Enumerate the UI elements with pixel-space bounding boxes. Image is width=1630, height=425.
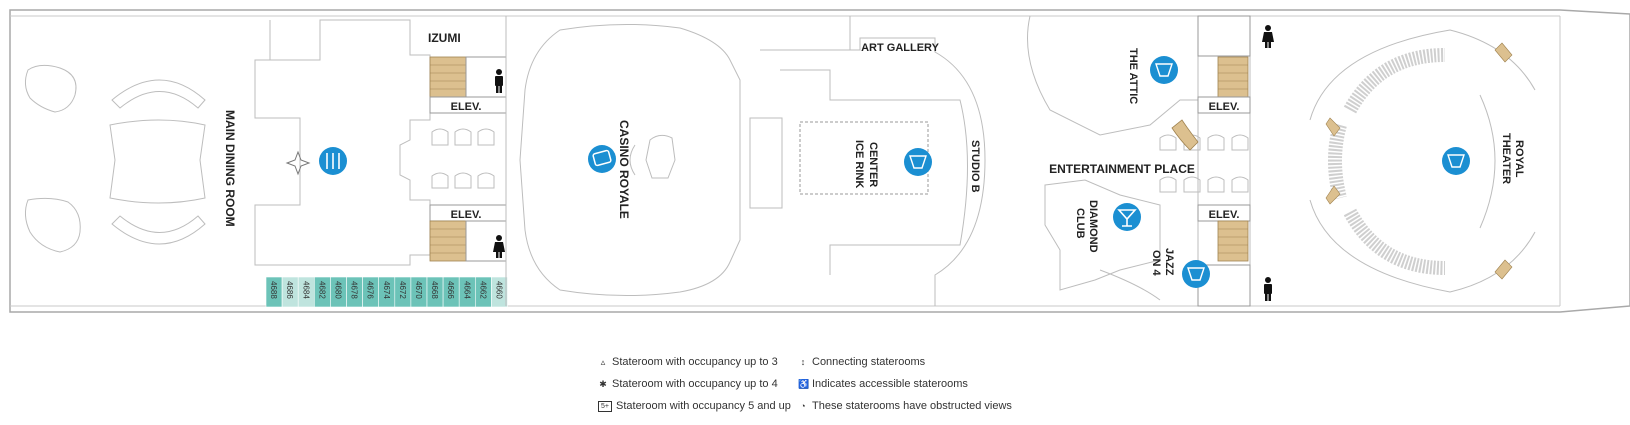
stateroom-number: 4660 bbox=[494, 281, 503, 299]
casino-icon bbox=[588, 145, 616, 173]
stateroom-number: 4664 bbox=[462, 281, 471, 299]
label-elev-left-bottom: ELEV. bbox=[451, 209, 482, 221]
stateroom-number: 4672 bbox=[398, 281, 407, 299]
accessible-icon: ♿ bbox=[798, 378, 810, 389]
stair-block-left-top bbox=[429, 56, 507, 114]
stair-block-right-top bbox=[1197, 15, 1251, 114]
obstructed-view-icon: ◔ bbox=[800, 401, 806, 411]
legend-item-obstructed: ◔ These staterooms have obstructed views bbox=[798, 400, 1012, 412]
main-dining-walls bbox=[254, 19, 431, 266]
cocktail-icon bbox=[1113, 203, 1141, 231]
label-center-ice-1: CENTER bbox=[867, 142, 879, 187]
jazz-icon bbox=[1182, 260, 1210, 288]
triangle-icon: ▵ bbox=[600, 356, 606, 367]
stateroom-number: 4674 bbox=[382, 281, 391, 299]
restroom-woman-icon bbox=[1262, 25, 1274, 48]
ice-rink-walls bbox=[749, 16, 986, 306]
legend-item-occupancy-3: ▵ Stateroom with occupancy up to 3 bbox=[598, 356, 778, 368]
label-art-gallery: ART GALLERY bbox=[861, 42, 939, 54]
restroom-woman-icon bbox=[493, 235, 505, 258]
label-the-attic: THE ATTIC bbox=[1127, 48, 1139, 104]
asterisk-icon: ✱ bbox=[599, 378, 607, 389]
stateroom-number: 4668 bbox=[430, 281, 439, 299]
stateroom-number: 4670 bbox=[414, 281, 423, 299]
restroom-man-icon bbox=[1264, 277, 1272, 301]
deck-plan: 4688 4686 4684 4682 4680 4678 4676 4674 4672 4670… bbox=[9, 9, 1630, 313]
stair-curve bbox=[1171, 119, 1199, 151]
casino-walls bbox=[505, 16, 741, 306]
stateroom-number: 4684 bbox=[301, 281, 310, 299]
dining-icon bbox=[319, 147, 347, 175]
stateroom-number: 4676 bbox=[366, 281, 375, 299]
restroom-man-icon bbox=[495, 69, 503, 93]
label-diamond-1: DIAMOND bbox=[1087, 200, 1099, 253]
label-elev-right-top: ELEV. bbox=[1209, 101, 1240, 113]
label-main-dining-room: MAIN DINING ROOM bbox=[223, 110, 237, 227]
elevator-cars-left bbox=[431, 128, 495, 189]
stair-block-left-bottom bbox=[429, 204, 507, 262]
stateroom-number: 4680 bbox=[333, 281, 342, 299]
stateroom-number: 4666 bbox=[446, 281, 455, 299]
entertainment-walls bbox=[1027, 15, 1251, 306]
stateroom-number: 4662 bbox=[478, 281, 487, 299]
theater-icon bbox=[1442, 147, 1470, 175]
legend-item-connecting: ↕ Connecting staterooms bbox=[798, 356, 925, 368]
stateroom-number: 4686 bbox=[285, 281, 294, 299]
label-royal-1: ROYAL bbox=[1513, 140, 1525, 178]
stateroom-number: 4678 bbox=[350, 281, 359, 299]
stateroom-row: 4688 4686 4684 4682 4680 4678 4676 4674 4672 4670… bbox=[265, 276, 508, 308]
hull-outline bbox=[9, 9, 1630, 313]
label-entertainment-place: ENTERTAINMENT PLACE bbox=[1049, 162, 1195, 176]
label-casino-royale: CASINO ROYALE bbox=[617, 120, 631, 219]
label-jazz-1: JAZZ bbox=[1163, 248, 1175, 276]
theater-walls bbox=[1309, 16, 1561, 306]
stateroom-4660[interactable] bbox=[491, 276, 508, 308]
elevator-cars-right bbox=[1159, 134, 1249, 193]
attic-icon bbox=[1150, 56, 1178, 84]
label-center-ice-2: ICE RINK bbox=[853, 140, 865, 188]
legend-item-occupancy-4: ✱ Stateroom with occupancy up to 4 bbox=[599, 378, 778, 390]
connecting-icon: ↕ bbox=[800, 357, 806, 367]
legend-item-accessible: ♿ Indicates accessible staterooms bbox=[798, 378, 968, 390]
legend: ▵ Stateroom with occupancy up to 3 ✱ Sta… bbox=[598, 356, 1058, 422]
stateroom-number: 4682 bbox=[317, 281, 326, 299]
label-elev-left-top: ELEV. bbox=[451, 101, 482, 113]
stern-area bbox=[24, 64, 206, 253]
legend-item-occupancy-5: 5+ Stateroom with occupancy 5 and up bbox=[598, 400, 791, 412]
label-elev-right-bottom: ELEV. bbox=[1209, 209, 1240, 221]
label-izumi: IZUMI bbox=[428, 31, 461, 45]
label-studio-b: STUDIO B bbox=[969, 140, 981, 193]
label-diamond-2: CLUB bbox=[1074, 208, 1086, 239]
stateroom-number: 4688 bbox=[269, 281, 278, 299]
sparkle-icon bbox=[285, 150, 311, 176]
label-royal-2: THEATER bbox=[1500, 133, 1512, 184]
five-plus-icon: 5+ bbox=[598, 400, 612, 412]
ice-rink-icon bbox=[904, 148, 932, 176]
label-jazz-2: ON 4 bbox=[1150, 250, 1162, 277]
